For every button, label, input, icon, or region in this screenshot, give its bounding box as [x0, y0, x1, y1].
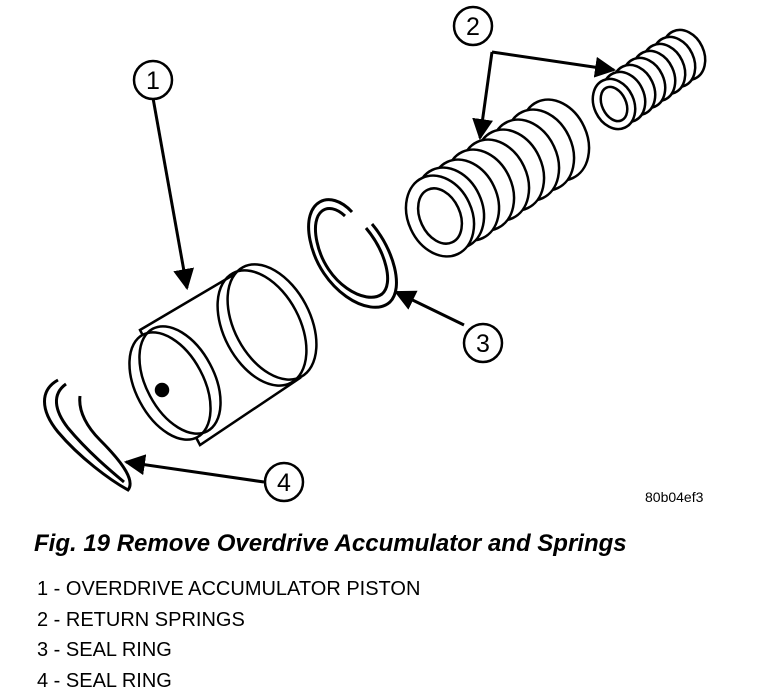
large-return-spring: [404, 98, 591, 258]
arrow-2b: [491, 50, 617, 78]
exploded-view-diagram: 1 2 3 4 80b04ef3: [43, 5, 707, 505]
arrow-3: [394, 290, 465, 327]
arrow-1: [151, 97, 195, 291]
svg-text:3: 3: [476, 330, 490, 358]
figure-caption: Fig. 19 Remove Overdrive Accumulator and…: [34, 530, 627, 557]
seal-ring-4: [43, 378, 132, 492]
callout-2: 2: [452, 5, 494, 47]
arrow-2a: [472, 51, 494, 141]
image-code: 80b04ef3: [645, 489, 704, 505]
callout-1: 1: [132, 59, 174, 101]
callout-3: 3: [462, 322, 504, 364]
legend-item: 3 - SEAL RING: [37, 639, 172, 661]
callout-4: 4: [263, 461, 305, 503]
legend-item: 2 - RETURN SPRINGS: [37, 608, 245, 631]
accumulator-piston: [128, 263, 318, 447]
seal-ring-3: [307, 198, 398, 309]
legend-list: 1 - OVERDRIVE ACCUMULATOR PISTON 2 - RET…: [37, 574, 420, 696]
leader-arrows: [123, 50, 617, 484]
svg-text:4: 4: [277, 469, 291, 497]
legend-item: 1 - OVERDRIVE ACCUMULATOR PISTON: [37, 578, 421, 600]
arrow-4: [123, 454, 265, 484]
svg-text:1: 1: [146, 67, 160, 95]
legend-item: 4 - SEAL RING: [37, 669, 172, 692]
small-return-spring: [591, 28, 707, 131]
svg-text:2: 2: [466, 13, 480, 41]
